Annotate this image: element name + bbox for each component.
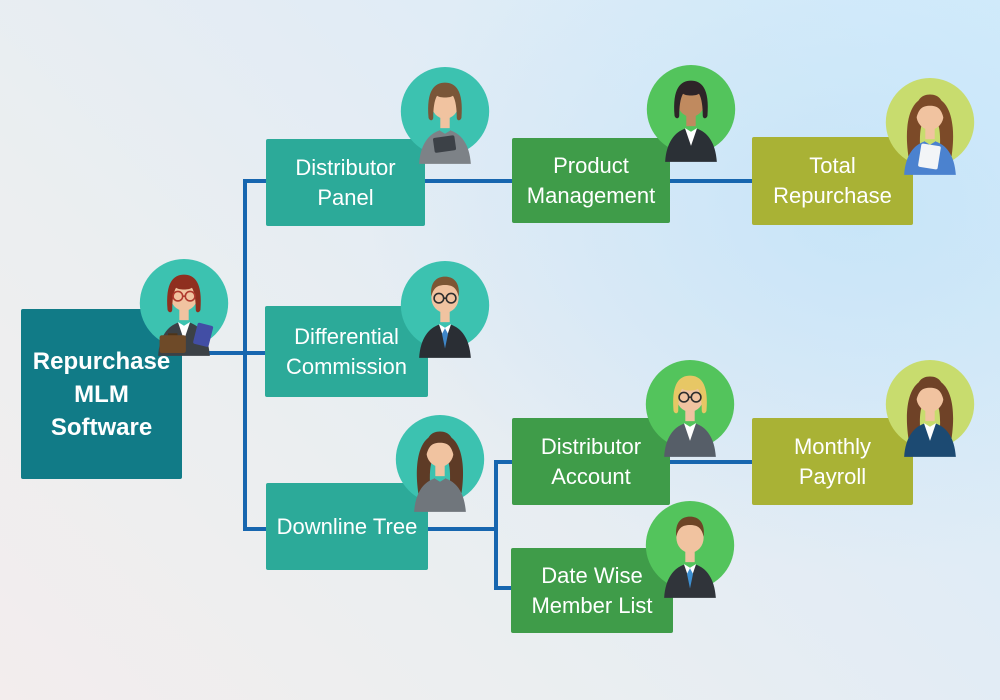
blonde-businesswoman-glasses-avatar-icon bbox=[643, 357, 737, 459]
node-box-downline-tree: Downline Tree bbox=[266, 483, 428, 570]
businesswoman-briefcase-avatar-icon bbox=[137, 256, 231, 358]
woman-tablet-avatar-icon bbox=[398, 64, 492, 166]
node-box-distributor-account: Distributor Account bbox=[512, 418, 670, 505]
businessman-blue-tie-avatar-icon bbox=[643, 498, 737, 600]
node-box-product-management: Product Management bbox=[512, 138, 670, 223]
connector-top-row bbox=[243, 179, 752, 183]
node-box-differential-commission: Differential Commission bbox=[265, 306, 428, 397]
node-label: Monthly Payroll bbox=[793, 433, 872, 489]
node-label: Downline Tree bbox=[276, 513, 418, 539]
businesswoman-hands-on-hips-avatar-icon bbox=[883, 357, 977, 459]
node-box-total-repurchase: Total Repurchase bbox=[752, 137, 913, 225]
businessman-glasses-avatar-icon bbox=[398, 258, 492, 360]
connector-main-trunk bbox=[243, 179, 247, 531]
node-label: Distributor Panel bbox=[295, 154, 396, 210]
node-label: Date Wise Member List bbox=[531, 562, 653, 618]
node-box-repurchase-mlm-software: Repurchase MLM Software bbox=[21, 309, 182, 479]
connector-date-wise-member-list bbox=[494, 586, 512, 590]
node-label: Distributor Account bbox=[540, 433, 642, 489]
woman-pointing-avatar-icon bbox=[393, 412, 487, 514]
node-label: Product Management bbox=[526, 152, 656, 208]
connector-trunk-to-downline-tree bbox=[243, 527, 267, 531]
node-label: Repurchase MLM Software bbox=[32, 347, 171, 441]
node-box-monthly-payroll: Monthly Payroll bbox=[752, 418, 913, 505]
connector-sub-trunk bbox=[494, 460, 498, 590]
woman-holding-folder-avatar-icon bbox=[883, 75, 977, 177]
node-label: Total Repurchase bbox=[773, 153, 892, 208]
node-label: Differential Commission bbox=[285, 323, 408, 379]
connector-downline-tree-right bbox=[426, 527, 498, 531]
node-box-distributor-panel: Distributor Panel bbox=[266, 139, 425, 226]
connector-root-to-trunk bbox=[178, 351, 266, 355]
node-box-date-wise-member-list: Date Wise Member List bbox=[511, 548, 673, 633]
businesswoman-arms-crossed-avatar-icon bbox=[644, 62, 738, 164]
